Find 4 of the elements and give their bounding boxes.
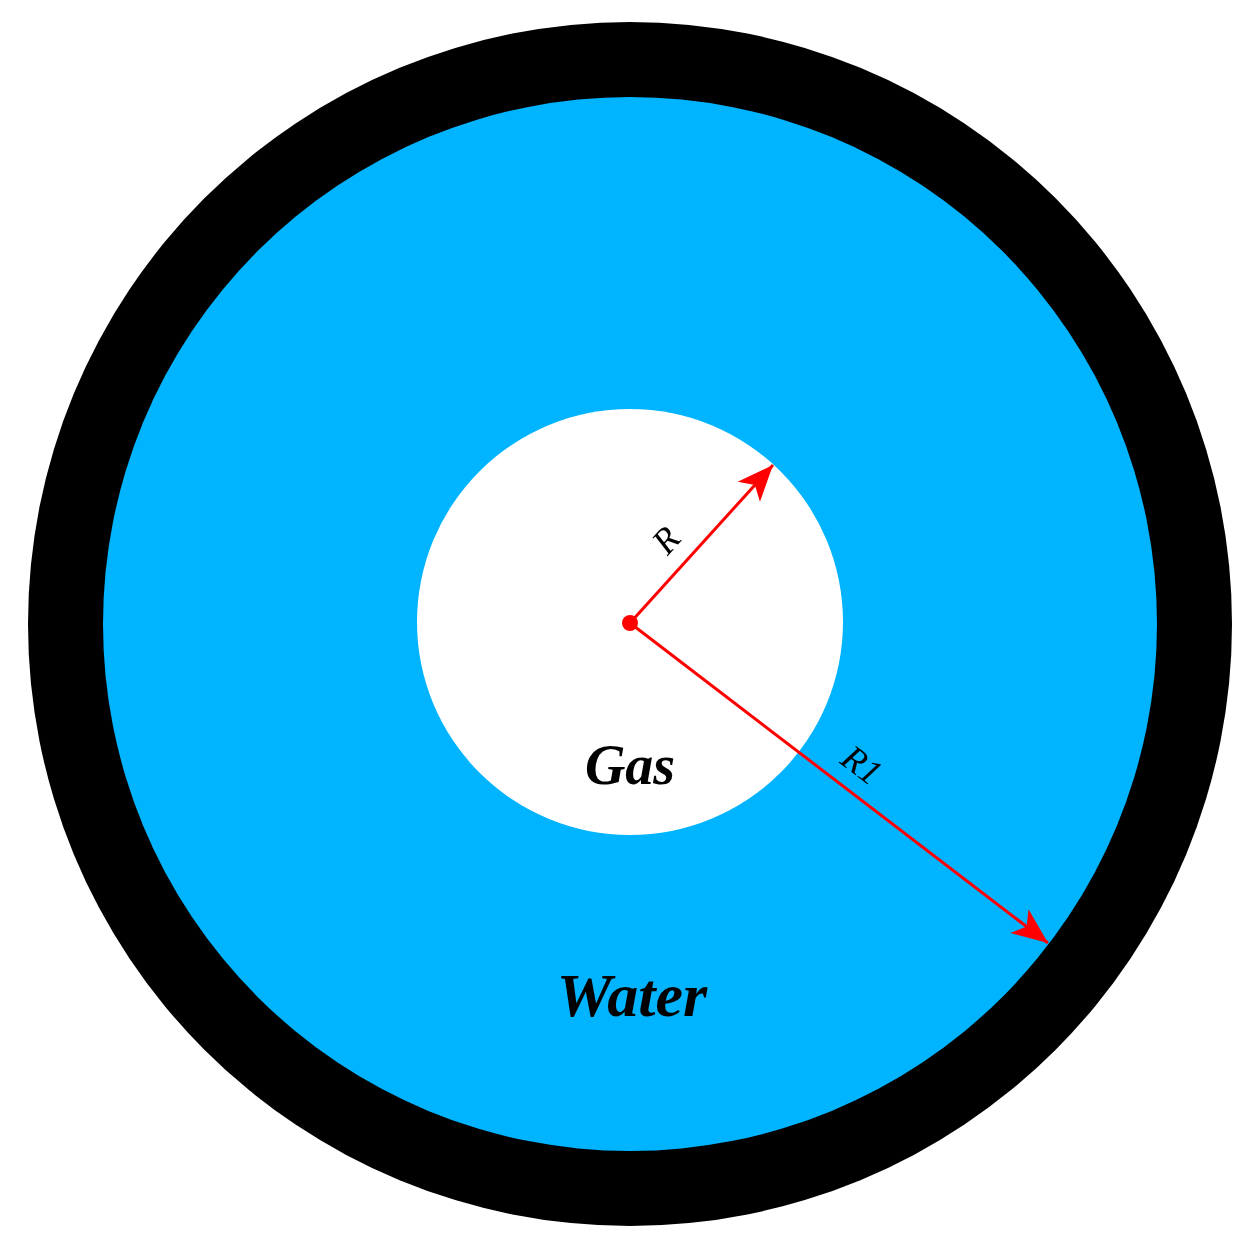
dimension-label: R xyxy=(645,519,687,561)
dimension-label: R1 xyxy=(835,738,889,792)
region-label: Water xyxy=(556,964,708,1026)
region-label: Gas xyxy=(584,737,676,793)
